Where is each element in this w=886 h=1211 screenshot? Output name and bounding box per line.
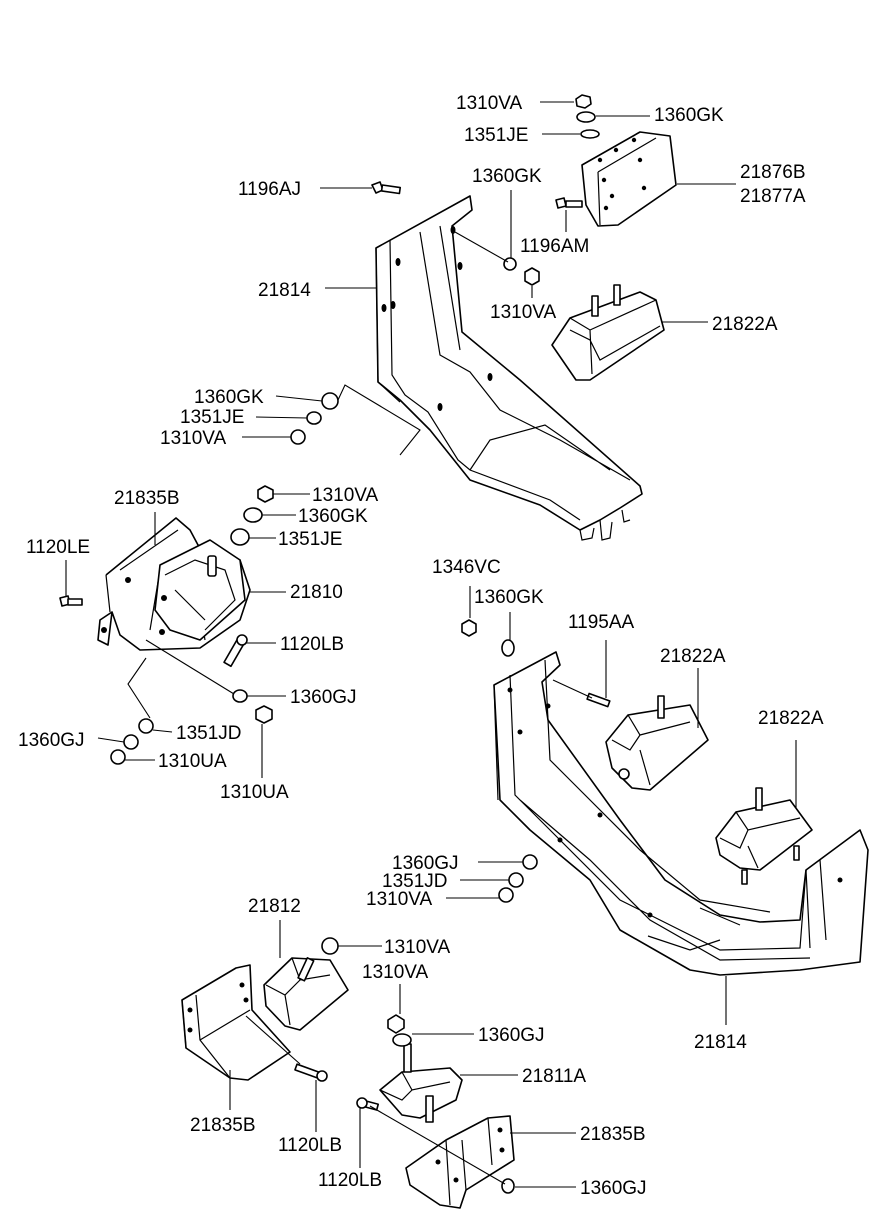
part-label: 1360GK [474, 587, 544, 608]
part-label: 21876B [740, 162, 806, 183]
part-label: 1310UA [158, 751, 227, 772]
washer-icon [243, 507, 263, 523]
washer-icon [230, 528, 250, 546]
part-label: 1351JE [278, 529, 342, 550]
nut-icon [321, 937, 339, 955]
part-label: 21822A [660, 646, 726, 667]
nut-icon [575, 94, 592, 109]
nut-icon [321, 392, 339, 410]
leader-lines [65, 101, 797, 1188]
part-label: 1120LB [280, 634, 344, 655]
washer-icon [522, 854, 538, 870]
part-label: 21812 [248, 896, 301, 917]
part-label: 1360GJ [290, 687, 357, 708]
washer-icon [576, 111, 596, 123]
part-label: 21814 [694, 1032, 747, 1053]
bracket-lower-left [181, 964, 291, 1081]
part-label: 1360GJ [478, 1025, 545, 1046]
part-label: 1351JE [180, 407, 244, 428]
nut-icon [257, 485, 274, 503]
part-label: 1310VA [384, 937, 451, 958]
part-label: 1120LB [318, 1170, 382, 1191]
part-label: 1351JE [464, 125, 528, 146]
washer-icon [306, 411, 322, 425]
part-label: 1120LB [278, 1135, 342, 1156]
crossmember-upper [375, 195, 643, 541]
part-label: 1195AA [568, 612, 635, 633]
part-label: 1310UA [220, 782, 289, 803]
nut-icon [461, 619, 477, 637]
mount-lower-center [605, 695, 709, 791]
part-label: 21811A [522, 1066, 586, 1087]
mount-left-assembly [97, 517, 251, 651]
bracket-bottom-right [405, 1115, 515, 1209]
part-label: 21835B [190, 1115, 256, 1136]
washer-icon [123, 734, 139, 750]
part-label: 21810 [290, 582, 343, 603]
part-label: 1360GK [194, 387, 264, 408]
nut-icon [290, 429, 306, 445]
washer-icon [503, 257, 517, 271]
crossmember-lower [493, 651, 869, 976]
mount-lower-right [715, 787, 813, 885]
part-label: 1351JD [176, 723, 242, 744]
part-label: 21835B [114, 488, 180, 509]
washer-icon [501, 1178, 515, 1194]
mount-upper-right [551, 284, 665, 381]
mount-bottom-center [379, 1043, 463, 1123]
washer-icon [508, 872, 524, 888]
washer-icon [138, 718, 154, 734]
mount-lower-left [263, 957, 349, 1031]
part-label: 1360GJ [580, 1178, 647, 1199]
part-label: 1310VA [160, 428, 227, 449]
part-label: 1360GJ [18, 730, 85, 751]
nut-icon [255, 705, 273, 724]
part-label: 21822A [758, 708, 824, 729]
part-label: 1360GK [654, 105, 724, 126]
washer-icon [392, 1033, 412, 1047]
part-label: 1351JD [382, 871, 448, 892]
washer-icon [501, 639, 515, 657]
part-label: 1310VA [312, 485, 379, 506]
part-label: 21835B [580, 1124, 646, 1145]
part-label: 1360GK [298, 506, 368, 527]
part-label: 21822A [712, 314, 778, 335]
nut-icon [498, 887, 514, 903]
part-label: 1360GJ [392, 853, 459, 874]
part-label: 1310VA [456, 93, 523, 114]
part-label: 1310VA [490, 302, 557, 323]
part-label: 1346VC [432, 557, 501, 578]
part-labels: 1310VA 1360GK 1351JE 1360GK 21876B 21877… [18, 93, 824, 1199]
fasteners [59, 94, 611, 1194]
part-label: 1196AJ [238, 179, 301, 200]
nut-icon [387, 1014, 405, 1034]
part-label: 1310VA [366, 889, 433, 910]
part-label: 21814 [258, 280, 311, 301]
part-label: 1120LE [26, 537, 90, 558]
washer-icon [580, 129, 600, 139]
part-label: 1360GK [472, 166, 542, 187]
part-label: 1196AM [520, 236, 589, 257]
washer-icon [232, 689, 248, 703]
part-label: 21877A [740, 186, 806, 207]
part-label: 1310VA [362, 962, 429, 983]
nut-icon [110, 749, 126, 765]
bracket-upper-right [581, 131, 677, 227]
nut-icon [524, 267, 540, 286]
